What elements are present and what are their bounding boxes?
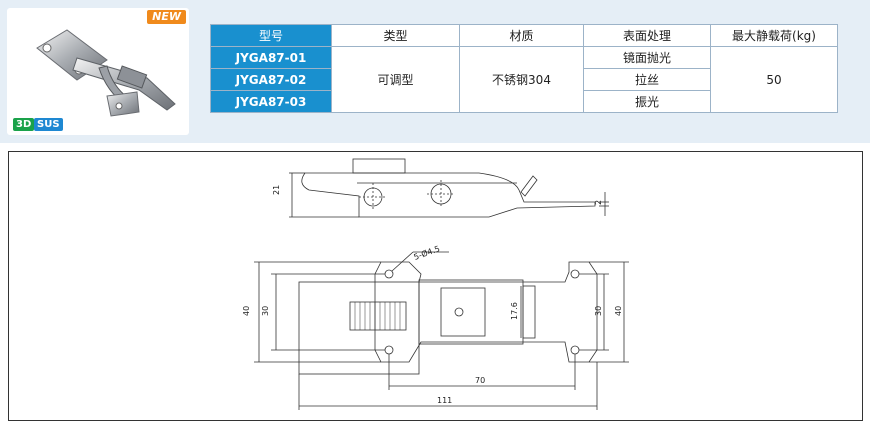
header-type: 类型	[331, 24, 460, 47]
header-material: 材质	[459, 24, 584, 47]
table-header-row: 型号 类型 材质 表面处理 最大静载荷(kg)	[210, 24, 838, 47]
dim-inner-height-left: 30	[261, 306, 270, 316]
spec-table: 型号 类型 材质 表面处理 最大静载荷(kg) JYGA87-01 可调型 不锈…	[210, 24, 838, 113]
product-photo: NEW 3D SUS	[7, 8, 189, 135]
header-max-load: 最大静载荷(kg)	[710, 24, 838, 47]
header-model: 型号	[210, 24, 332, 47]
max-load-cell: 50	[710, 46, 838, 113]
dim-thickness: 2	[594, 200, 603, 205]
dim-slot-height: 17.6	[510, 302, 519, 320]
latch-image-icon	[36, 29, 176, 117]
top-panel: NEW 3D SUS 型号 类型	[0, 0, 870, 143]
model-cell: JYGA87-03	[210, 90, 332, 113]
finish-cell: 镜面抛光	[583, 46, 711, 69]
header-finish: 表面处理	[583, 24, 711, 47]
badge-sus: SUS	[34, 118, 63, 131]
dim-outer-height-right: 40	[614, 306, 623, 316]
model-cell: JYGA87-02	[210, 68, 332, 91]
model-cell: JYGA87-01	[210, 46, 332, 69]
dim-overall-length: 111	[437, 396, 452, 405]
material-cell: 不锈钢304	[459, 46, 584, 113]
technical-drawing: 21 2 5-Ø4.5 40 30 17.6 30 40 70 111	[8, 151, 863, 421]
new-badge: NEW	[147, 10, 186, 24]
dim-hole: 5-Ø4.5	[412, 243, 441, 262]
dim-outer-height-left: 40	[242, 306, 251, 316]
dim-inner-length: 70	[475, 376, 485, 385]
table-row: JYGA87-03 振光	[210, 90, 838, 113]
finish-cell: 拉丝	[583, 68, 711, 91]
table-row: JYGA87-02 拉丝	[210, 68, 838, 91]
drawing-canvas: 21 2 5-Ø4.5 40 30 17.6 30 40 70 111	[242, 158, 629, 410]
table-row: JYGA87-01 可调型 不锈钢304 镜面抛光 50	[210, 46, 838, 113]
dim-inner-height-right: 30	[594, 306, 603, 316]
dim-side-height: 21	[272, 185, 281, 195]
badge-3d: 3D	[13, 118, 35, 131]
finish-cell: 振光	[583, 90, 711, 113]
type-cell: 可调型	[331, 46, 460, 113]
